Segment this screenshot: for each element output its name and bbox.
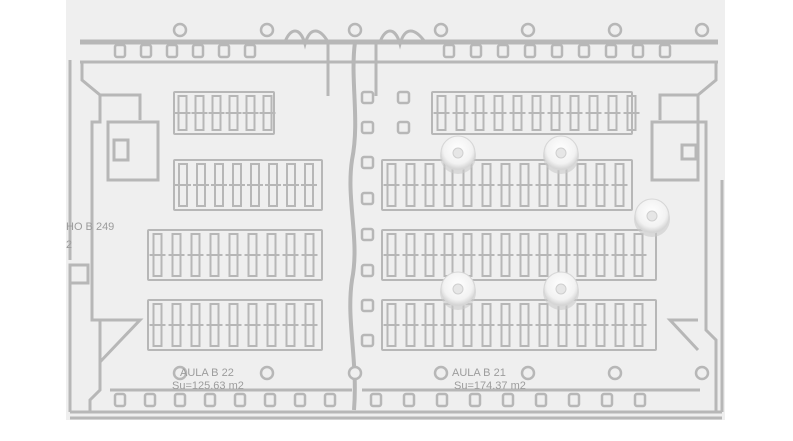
wall-pedestal xyxy=(113,43,127,59)
ceiling-sensor-icon[interactable] xyxy=(440,271,476,310)
room-name-b21: AULA B 21 xyxy=(452,367,506,379)
column-circle xyxy=(259,22,275,38)
wall-pedestal xyxy=(658,43,672,59)
wall-pedestal xyxy=(360,227,375,242)
desk-row xyxy=(381,299,657,351)
column-markers xyxy=(172,22,710,381)
column-circle xyxy=(520,365,536,381)
column-circle xyxy=(694,365,710,381)
wall-pedestal xyxy=(442,43,456,59)
wall-pedestal xyxy=(293,392,307,408)
wall-pedestal xyxy=(633,392,647,408)
desk-row xyxy=(173,159,323,211)
wall-pedestal xyxy=(402,392,416,408)
column-circle xyxy=(520,22,536,38)
ceiling-sensor-icon[interactable] xyxy=(543,271,579,310)
wall-pedestal xyxy=(360,120,375,135)
wall-pedestal xyxy=(534,392,548,408)
room-area-b21: Su=174.37 m2 xyxy=(454,380,526,392)
column-circle xyxy=(172,365,188,381)
column-circle xyxy=(347,22,363,38)
wall-pedestal xyxy=(143,392,157,408)
column-circle xyxy=(694,22,710,38)
desk-row xyxy=(147,299,323,351)
wall-pedestal xyxy=(233,392,247,408)
wall-pedestal xyxy=(469,43,483,59)
column-circle xyxy=(433,365,449,381)
wall-pedestal xyxy=(360,263,375,278)
wall-pedestal xyxy=(396,120,411,135)
wall-pedestal xyxy=(604,43,618,59)
wall-pedestal xyxy=(139,43,153,59)
wall-pedestal xyxy=(217,43,231,59)
column-circle xyxy=(347,365,363,381)
wall-pedestal xyxy=(631,43,645,59)
seating-rows xyxy=(147,91,657,351)
ceiling-sensor-icon[interactable] xyxy=(440,135,476,174)
room-area-partial: 2 xyxy=(66,239,72,251)
wall-pedestal xyxy=(243,43,257,59)
wall-pedestal xyxy=(173,392,187,408)
ceiling-sensor-icon[interactable] xyxy=(634,198,670,237)
building-walls xyxy=(68,29,724,420)
wall-pedestal xyxy=(360,155,375,170)
column-circle xyxy=(607,22,623,38)
desk-row xyxy=(147,229,323,281)
wall-pedestal xyxy=(577,43,591,59)
wall-pedestal xyxy=(550,43,564,59)
wall-pedestal xyxy=(468,392,482,408)
column-circle xyxy=(259,365,275,381)
room-name-partial: HO B 249 xyxy=(66,221,114,233)
wall-pedestal xyxy=(523,43,537,59)
wall-pedestal xyxy=(396,90,411,105)
wall-pedestal xyxy=(203,392,217,408)
wall-pedestal xyxy=(496,43,510,59)
column-circle xyxy=(172,22,188,38)
desk-row xyxy=(381,159,633,211)
wall-pedestal xyxy=(165,43,179,59)
room-name-b22: AULA B 22 xyxy=(180,367,234,379)
wall-pedestal xyxy=(360,90,375,105)
wall-pedestal xyxy=(263,392,277,408)
desk-row xyxy=(381,229,657,281)
wall-pedestal xyxy=(323,392,337,408)
sensor-markers[interactable] xyxy=(440,135,670,310)
wall-pedestal xyxy=(600,392,614,408)
column-circle xyxy=(607,365,623,381)
room-area-b22: Su=125.63 m2 xyxy=(172,380,244,392)
wall-pedestal xyxy=(113,392,127,408)
wall-pedestal xyxy=(360,298,375,313)
wall-pedestal xyxy=(501,392,515,408)
wall-pedestal xyxy=(369,392,383,408)
wall-pedestals xyxy=(113,43,672,408)
wall-pedestal xyxy=(360,333,375,348)
wall-pedestal xyxy=(435,392,449,408)
column-circle xyxy=(433,22,449,38)
wall-pedestal xyxy=(360,191,375,206)
room-labels: AULA B 22 Su=125.63 m2 AULA B 21 Su=174.… xyxy=(66,221,526,392)
ceiling-sensor-icon[interactable] xyxy=(543,135,579,174)
wall-pedestal xyxy=(191,43,205,59)
wall-pedestal xyxy=(567,392,581,408)
